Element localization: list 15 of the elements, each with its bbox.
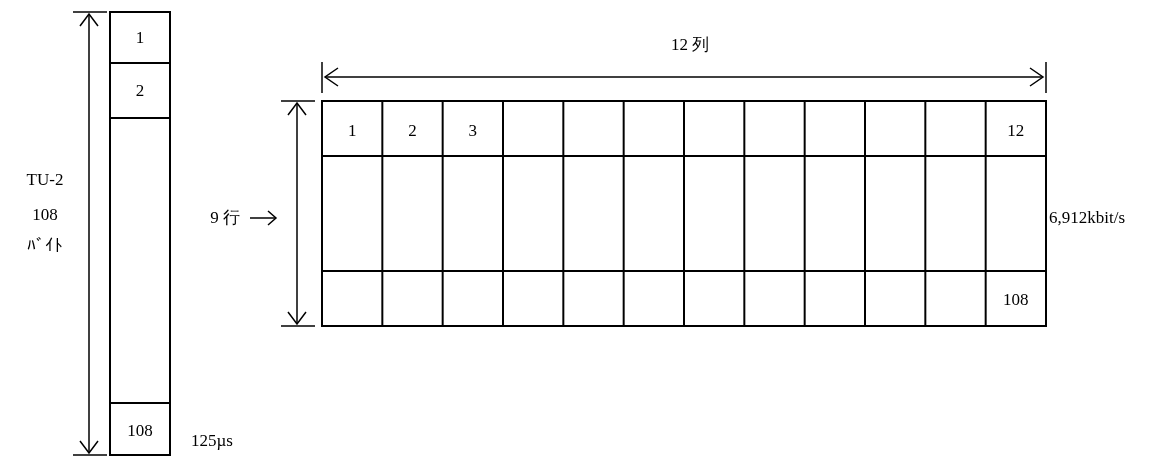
byte-number: 2 [408, 121, 417, 141]
byte-number: 108 [1003, 290, 1029, 310]
unit-label: ﾊﾞｲﾄ [27, 236, 63, 256]
duration-label: 125µs [191, 431, 233, 451]
byte-number: 3 [468, 121, 478, 141]
unit-label: TU-2 [26, 170, 64, 190]
byte-count: 108 [32, 205, 58, 225]
byte-number: 2 [135, 81, 145, 101]
bit-rate-label: 6,912kbit/s [1049, 208, 1126, 228]
byte-number: 12 [1007, 121, 1025, 141]
byte-number: 1 [135, 28, 145, 48]
byte-number: 108 [127, 421, 153, 441]
dimension-label: 9 行 [210, 208, 240, 228]
byte-number: 1 [347, 121, 357, 141]
dimension-label: 12 列 [670, 35, 710, 55]
